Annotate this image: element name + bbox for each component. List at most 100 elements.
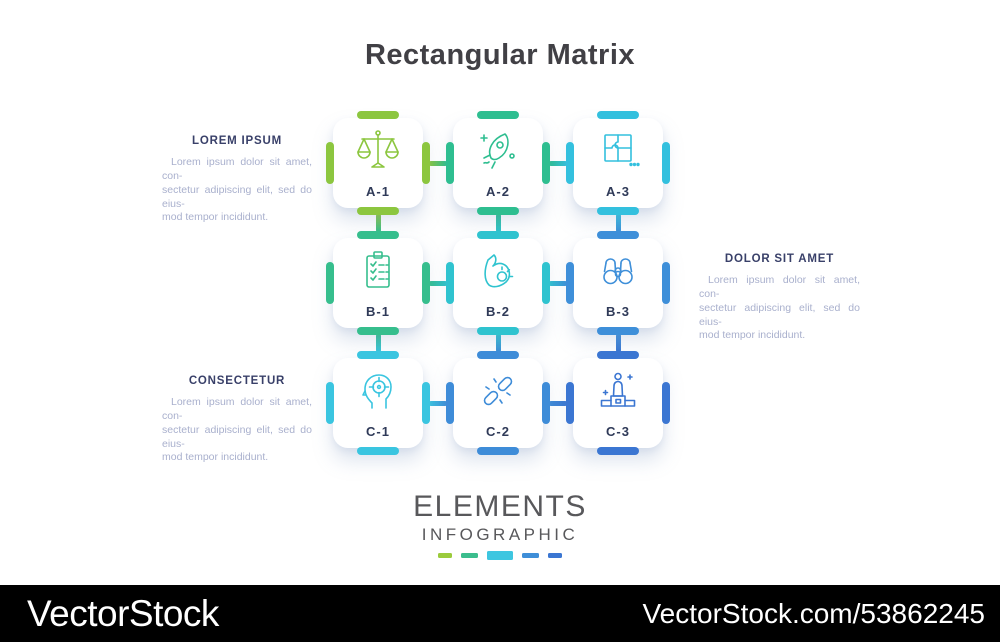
watermark-bar: VectorStock VectorStock.com/53862245: [0, 585, 1000, 642]
section-dolor-sit-amet: DOLOR SIT AMET Lorem ipsum dolor sit ame…: [699, 253, 860, 343]
section-lorem-ipsum: LOREM IPSUM Lorem ipsum dolor sit amet, …: [162, 135, 312, 225]
connector-node-bottom: [357, 447, 399, 455]
section-body-line: Lorem ipsum dolor sit amet, con-: [162, 396, 312, 422]
card-label: B-3: [606, 304, 630, 319]
connector-line: [495, 334, 501, 352]
connector-node-bottom: [357, 207, 399, 215]
logo-name: ELEMENTS: [413, 490, 587, 523]
connector-node-top: [597, 111, 639, 119]
section-body-line: mod tempor incididunt.: [162, 451, 269, 464]
connector-node-top: [477, 111, 519, 119]
watermark-brand: VectorStock: [27, 592, 219, 634]
connector-node-left: [566, 382, 574, 424]
connector-node-top: [477, 231, 519, 239]
section-consectetur: CONSECTETUR Lorem ipsum dolor sit amet, …: [162, 375, 312, 465]
card-label: C-1: [366, 424, 390, 439]
matrix-card-a3: A-3: [566, 111, 670, 215]
logo-subtitle: INFOGRAPHIC: [421, 525, 579, 544]
winner-podium-icon: [600, 372, 636, 407]
broken-chain-icon: [483, 376, 513, 406]
card-label: A-2: [486, 184, 510, 199]
connector-node-top: [477, 351, 519, 359]
connector-node-left: [446, 142, 454, 184]
matrix-card-c2: C-2: [446, 351, 550, 455]
connector-node-left: [566, 142, 574, 184]
connector-node-right: [662, 142, 670, 184]
connector-line: [429, 280, 447, 286]
connector-node-top: [357, 231, 399, 239]
section-heading: LOREM IPSUM: [192, 135, 282, 147]
puzzle-icon: [604, 134, 640, 167]
card-label: B-2: [486, 304, 510, 319]
connector-node-top: [357, 351, 399, 359]
section-body-line: sectetur adipiscing elit, sed do eius-: [699, 301, 860, 328]
connector-node-bottom: [477, 207, 519, 215]
head-target-icon: [362, 374, 392, 409]
section-body-line: mod tempor incididunt.: [162, 211, 269, 224]
matrix-card-a1: A-1: [326, 111, 430, 215]
section-body-line: Lorem ipsum dolor sit amet, con-: [699, 274, 860, 300]
logo-dash: [487, 550, 513, 560]
connector-line: [495, 214, 501, 232]
matrix-card-b3: B-3: [566, 231, 670, 335]
connector-node-left: [326, 262, 334, 304]
matrix-card-b2: B-2: [446, 231, 550, 335]
connector-line: [615, 334, 621, 352]
connector-node-top: [597, 351, 639, 359]
connector-line: [429, 400, 447, 406]
connector-node-left: [566, 262, 574, 304]
muscle-icon: [484, 254, 514, 288]
checklist-icon: [366, 251, 390, 288]
connector-node-right: [542, 262, 550, 304]
binoculars-icon: [603, 258, 633, 285]
connector-node-right: [422, 142, 430, 184]
connector-node-right: [422, 262, 430, 304]
matrix-grid: A-1 A-2: [326, 111, 670, 455]
rocket-icon: [480, 133, 515, 169]
connector-node-left: [326, 142, 334, 184]
matrix-card-c3: C-3: [566, 351, 670, 455]
card-label: C-2: [486, 424, 510, 439]
scales-icon: [357, 130, 399, 168]
connector-node-bottom: [477, 447, 519, 455]
connector-line: [549, 280, 567, 286]
elements-infographic-logo: ELEMENTS INFOGRAPHIC: [0, 492, 1000, 560]
connector-line: [375, 214, 381, 232]
card-label: A-3: [606, 184, 630, 199]
connector-node-right: [542, 142, 550, 184]
logo-dash: [438, 552, 452, 558]
section-heading: CONSECTETUR: [188, 375, 286, 387]
connector-line: [549, 400, 567, 406]
connector-node-right: [662, 262, 670, 304]
connector-node-left: [326, 382, 334, 424]
connector-node-bottom: [357, 327, 399, 335]
connector-node-left: [446, 382, 454, 424]
section-body-line: sectetur adipiscing elit, sed do eius-: [162, 423, 312, 450]
section-heading: DOLOR SIT AMET: [724, 253, 835, 265]
connector-node-bottom: [597, 207, 639, 215]
logo-dash: [522, 552, 539, 558]
page-title: Rectangular Matrix: [364, 39, 636, 72]
connector-line: [615, 214, 621, 232]
connector-node-right: [422, 382, 430, 424]
watermark-url: VectorStock.com/53862245: [642, 597, 985, 629]
connector-node-right: [542, 382, 550, 424]
connector-node-bottom: [477, 327, 519, 335]
connector-node-top: [597, 231, 639, 239]
card-label: A-1: [366, 184, 390, 199]
logo-color-dashes: [0, 550, 1000, 560]
matrix-card-a2: A-2: [446, 111, 550, 215]
matrix-card-b1: B-1: [326, 231, 430, 335]
connector-line: [375, 334, 381, 352]
logo-dash: [548, 552, 562, 558]
section-body-line: mod tempor incididunt.: [699, 329, 806, 342]
connector-node-top: [357, 111, 399, 119]
connector-line: [549, 160, 567, 166]
logo-dash: [461, 552, 478, 558]
section-body-line: Lorem ipsum dolor sit amet, con-: [162, 156, 312, 182]
connector-node-bottom: [597, 327, 639, 335]
connector-line: [429, 160, 447, 166]
card-label: B-1: [366, 304, 390, 319]
matrix-card-c1: C-1: [326, 351, 430, 455]
